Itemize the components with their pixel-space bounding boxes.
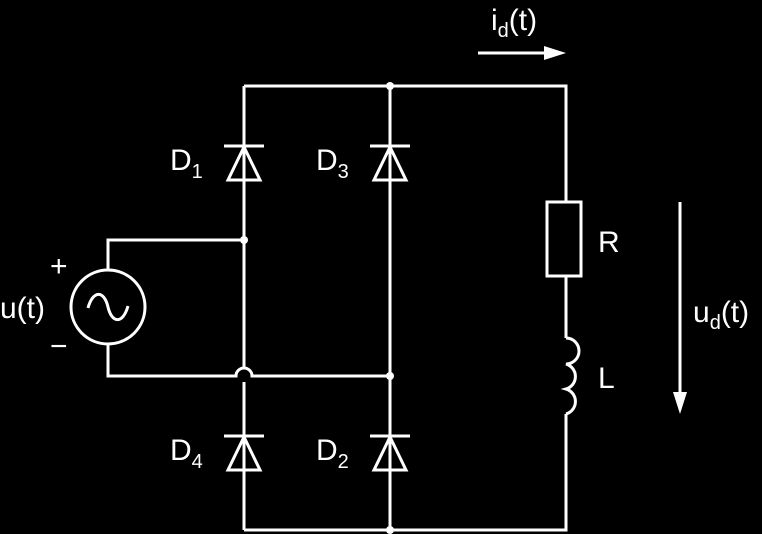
diode-label-d4: D4 [170, 434, 203, 473]
diode-label-d3: D3 [316, 144, 349, 183]
source-minus-sign: − [50, 330, 68, 363]
source-bottom-wire [106, 344, 390, 378]
resistor-label: R [598, 226, 620, 259]
circuit-wires [106, 84, 568, 532]
current-label: id(t) [491, 4, 537, 42]
voltage-label: ud(t) [693, 296, 749, 334]
junction-dot [386, 82, 394, 90]
diode-label-d2: D2 [316, 434, 349, 473]
diode-d3 [370, 143, 410, 182]
ac-source [69, 268, 147, 346]
current-arrow-head [544, 46, 566, 60]
diode-d1 [224, 143, 264, 182]
inductor-label: L [598, 362, 615, 395]
top-rail-wire [244, 84, 568, 202]
inductor [560, 336, 581, 416]
voltage-arrow-head [673, 392, 687, 414]
junction-dot [386, 372, 394, 380]
diode-d4 [224, 433, 264, 472]
junction-dot [240, 236, 248, 244]
source-top-wire [106, 238, 244, 270]
source-plus-sign: + [50, 250, 68, 283]
bottom-rail-wire [244, 414, 568, 532]
diode-d2 [370, 433, 410, 472]
ac-sine-icon [86, 292, 130, 322]
junctions [240, 82, 394, 534]
diode-label-d1: D1 [170, 144, 203, 183]
junction-dot [386, 526, 394, 534]
resistor [545, 200, 583, 278]
source-label: u(t) [0, 292, 45, 325]
